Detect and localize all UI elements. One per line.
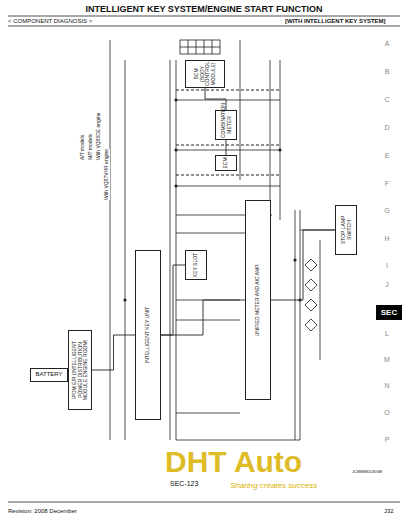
watermark: Sharing creates success [230, 482, 317, 491]
page-text: < COMPONENT DIAGNOSIS > [8, 18, 92, 25]
component-box: IPDM E/R (INTELLIGENT POWER DISTRIBUTION… [68, 330, 92, 410]
grid-letter: N [380, 382, 394, 389]
grid-letter: P [380, 436, 394, 443]
note-text: A/T models [80, 135, 86, 160]
component-label: STOP LAMP SWITCH [341, 207, 352, 253]
component-label: COMBINATION METER [221, 112, 232, 138]
component-label: UNIFIED METER AND A/C AMP. [255, 202, 261, 398]
component-box: COMBINATION METER [215, 110, 237, 140]
grid-letter: B [380, 68, 394, 75]
component-box: STOP LAMP SWITCH [335, 205, 357, 255]
page-text: Revision: 2008 December [8, 508, 77, 515]
component-box: BATTERY [30, 368, 68, 382]
grid-letter: L [380, 330, 394, 337]
note-text: With VQ35DE engine [96, 112, 102, 160]
grid-letter: O [380, 409, 394, 416]
component-box: INTELLIGENT KEY UNIT [135, 250, 161, 420]
grid-letter: M [380, 356, 394, 363]
note-text: With VQ37VHR engine [104, 149, 110, 200]
component-label: KEY SLOT [193, 252, 199, 278]
wire-connector [161, 265, 185, 335]
component-box: ECM [215, 155, 237, 171]
watermark: DHT Auto [165, 445, 302, 478]
grid-letter: J [380, 281, 394, 288]
component-label: BATTERY [31, 369, 67, 380]
wire-connector [271, 230, 335, 300]
wire-connector [92, 335, 135, 370]
component-box: UNIFIED METER AND A/C AMP. [245, 200, 271, 400]
component-label: INTELLIGENT KEY UNIT [145, 252, 151, 418]
wire-connector [205, 88, 226, 110]
page-text: J32 [384, 508, 394, 515]
grid-letter: A [380, 40, 394, 47]
page-text: [WITH INTELLIGENT KEY SYSTEM] [285, 18, 386, 25]
grid-letter: C [380, 96, 394, 103]
component-box: KEY SLOT [185, 250, 207, 280]
page-text: SEC-123 [170, 480, 198, 488]
page-title: INTELLIGENT KEY SYSTEM/ENGINE START FUNC… [0, 4, 408, 14]
component-label: ECM [223, 157, 229, 169]
grid-letter: E [380, 152, 394, 159]
note-text: M/T models [88, 134, 94, 160]
component-label: BCM (BODY CONTROL MODULE) [194, 62, 216, 86]
wire-connector [226, 140, 227, 155]
wire-connector [161, 300, 245, 335]
page-text: JCMWM0130GB [352, 470, 382, 474]
component-box: BCM (BODY CONTROL MODULE) [185, 60, 225, 88]
grid-letter: H [380, 235, 394, 242]
grid-letter: I [380, 262, 394, 269]
component-label: IPDM E/R (INTELLIGENT POWER DISTRIBUTION… [72, 332, 89, 408]
grid-letter: D [380, 124, 394, 131]
grid-letter: G [380, 207, 394, 214]
section-tab: SEC [376, 305, 402, 320]
grid-letter: F [380, 180, 394, 187]
